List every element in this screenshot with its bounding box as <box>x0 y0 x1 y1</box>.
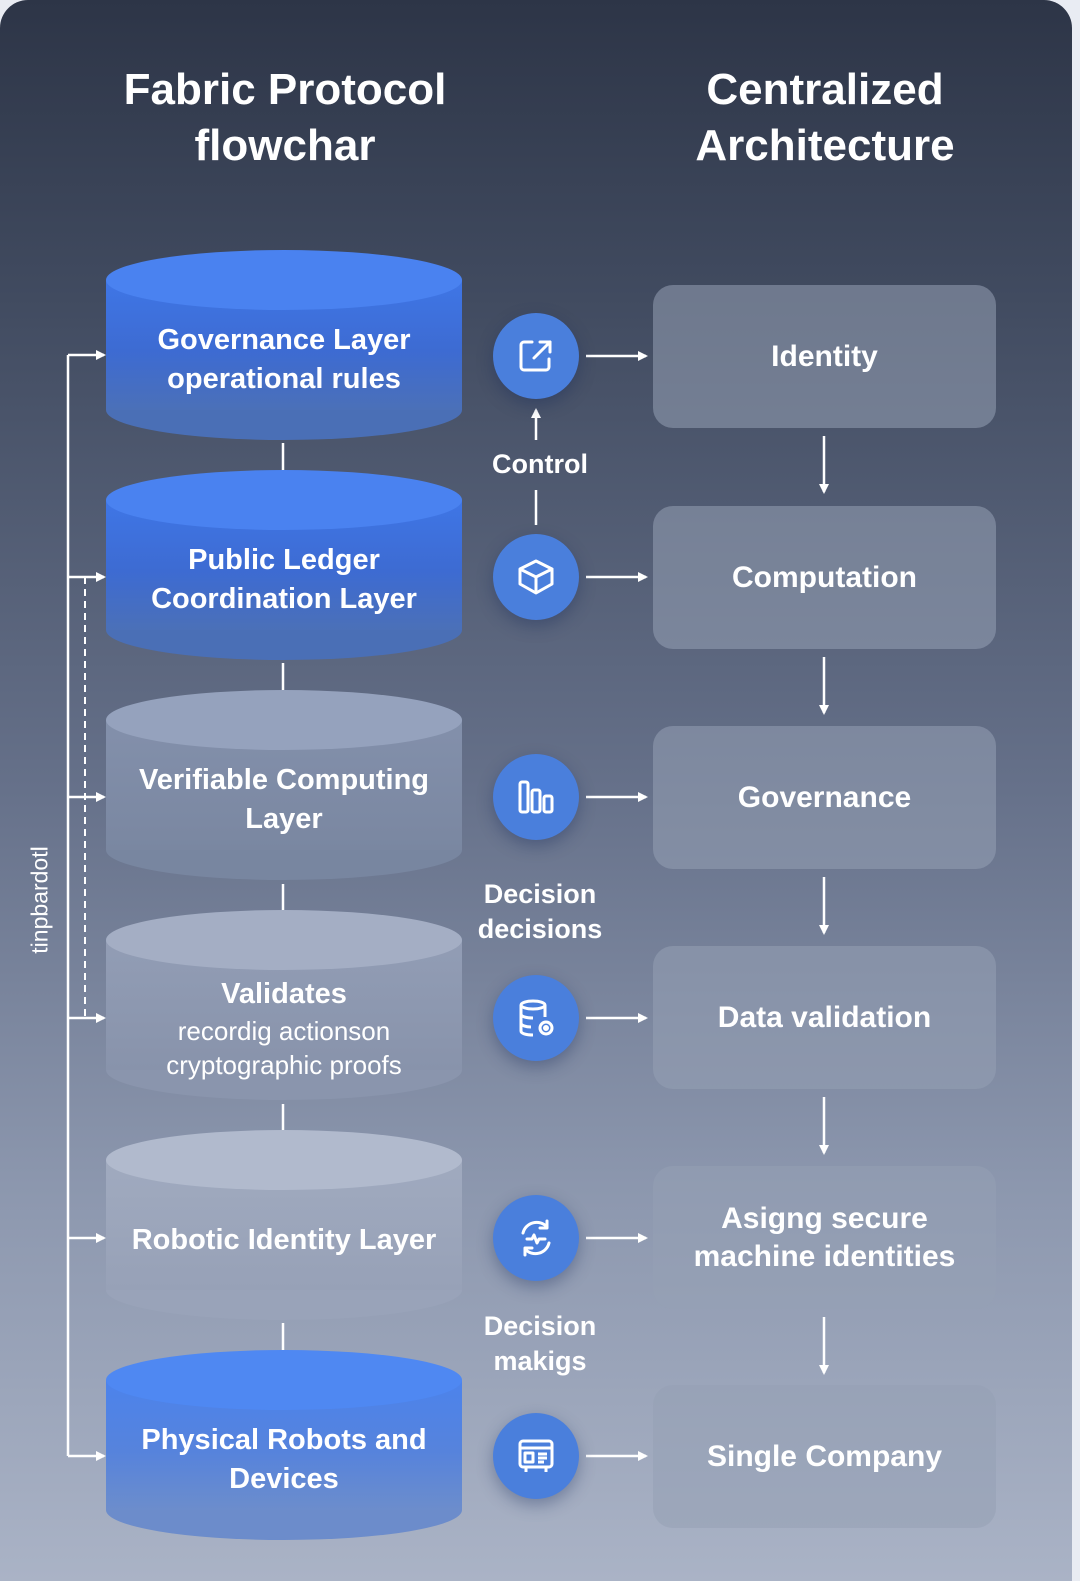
box-icon <box>493 534 579 620</box>
layer-title: Physical Robots and Devices <box>141 1424 427 1495</box>
layer-subtitle: recordig actionson cryptographic proofs <box>166 1015 402 1080</box>
robotic-identity-cylinder: Robotic Identity Layer <box>106 1130 462 1320</box>
fabric-protocol-title: Fabric Protocol flowchar <box>123 65 447 170</box>
centralized-architecture-title: Centralized Architecture <box>695 65 955 170</box>
single-company-box: Single Company <box>653 1385 996 1528</box>
governance-box: Governance <box>653 726 996 869</box>
cycle-icon <box>493 1195 579 1281</box>
control-label: Control <box>492 449 588 479</box>
identity-box: Identity <box>653 285 996 428</box>
validates-cylinder: Validates recordig actionson cryptograph… <box>106 910 462 1100</box>
decision-makigs-label: Decision makigs <box>483 1311 597 1376</box>
device-icon <box>493 1413 579 1499</box>
layer-title: Verifiable Computing Layer <box>138 764 430 835</box>
machine-identities-box: Asigng secure machine identities <box>653 1166 996 1309</box>
physical-robots-cylinder: Physical Robots and Devices <box>106 1350 462 1540</box>
data-validation-box: Data validation <box>653 946 996 1089</box>
layer-title: Robotic Identity Layer <box>131 1223 437 1256</box>
database-icon <box>493 975 579 1061</box>
computation-box: Computation <box>653 506 996 649</box>
decision-decisions-label: Decision decisions <box>477 879 603 944</box>
external-link-icon <box>493 313 579 399</box>
layer-title: Public Ledger Coordination Layer <box>151 544 417 615</box>
layer-title: Validates <box>221 977 347 1010</box>
verifiable-computing-cylinder: Verifiable Computing Layer <box>106 690 462 880</box>
governance-layer-cylinder: Governance Layer operational rules <box>106 250 462 440</box>
public-ledger-cylinder: Public Ledger Coordination Layer <box>106 470 462 660</box>
layer-title: Governance Layer operational rules <box>157 324 411 395</box>
bar-chart-icon <box>493 754 579 840</box>
